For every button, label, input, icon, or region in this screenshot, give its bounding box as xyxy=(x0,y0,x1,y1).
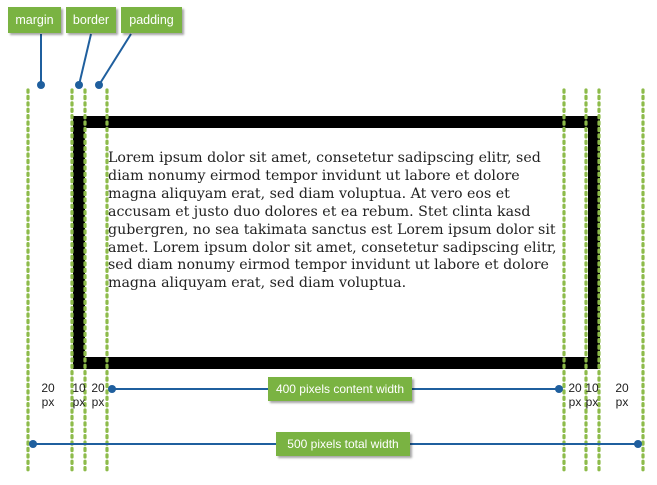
margin-pointer-dot xyxy=(37,81,45,89)
margin-label: margin xyxy=(8,7,61,33)
left-border-unit: px xyxy=(72,395,86,409)
padding-pointer-dot xyxy=(95,81,103,89)
right-border-value: 10 xyxy=(585,381,599,395)
left-margin-measurement: 20 px xyxy=(37,381,59,409)
total-width-label: 500 pixels total width xyxy=(276,432,410,456)
padding-label: padding xyxy=(121,7,182,33)
content-text: Lorem ipsum dolor sit amet, consetetur s… xyxy=(108,150,557,292)
right-padding-value: 20 xyxy=(568,381,582,395)
content-width-end-dot xyxy=(555,385,563,393)
border-box xyxy=(73,116,600,369)
content-width-label: 400 pixels content width xyxy=(268,377,412,401)
content-width-start-dot xyxy=(108,385,116,393)
left-padding-unit: px xyxy=(91,395,105,409)
right-padding-measurement: 20 px xyxy=(564,381,586,409)
border-label: border xyxy=(66,7,116,33)
left-padding-value: 20 xyxy=(91,381,105,395)
right-border-unit: px xyxy=(585,395,599,409)
left-margin-value: 20 xyxy=(41,381,55,395)
left-margin-unit: px xyxy=(41,395,55,409)
left-border-value: 10 xyxy=(72,381,86,395)
border-pointer-dot xyxy=(75,81,83,89)
border-pointer xyxy=(78,33,92,86)
right-padding-unit: px xyxy=(568,395,582,409)
right-margin-measurement: 20 px xyxy=(611,381,633,409)
right-border-measurement: 10 px xyxy=(582,381,602,409)
right-margin-value: 20 xyxy=(615,381,629,395)
total-width-start-dot xyxy=(29,440,37,448)
left-border-measurement: 10 px xyxy=(69,381,89,409)
left-padding-measurement: 20 px xyxy=(87,381,109,409)
right-margin-unit: px xyxy=(615,395,629,409)
padding-pointer xyxy=(98,33,132,86)
total-width-end-dot xyxy=(634,440,642,448)
